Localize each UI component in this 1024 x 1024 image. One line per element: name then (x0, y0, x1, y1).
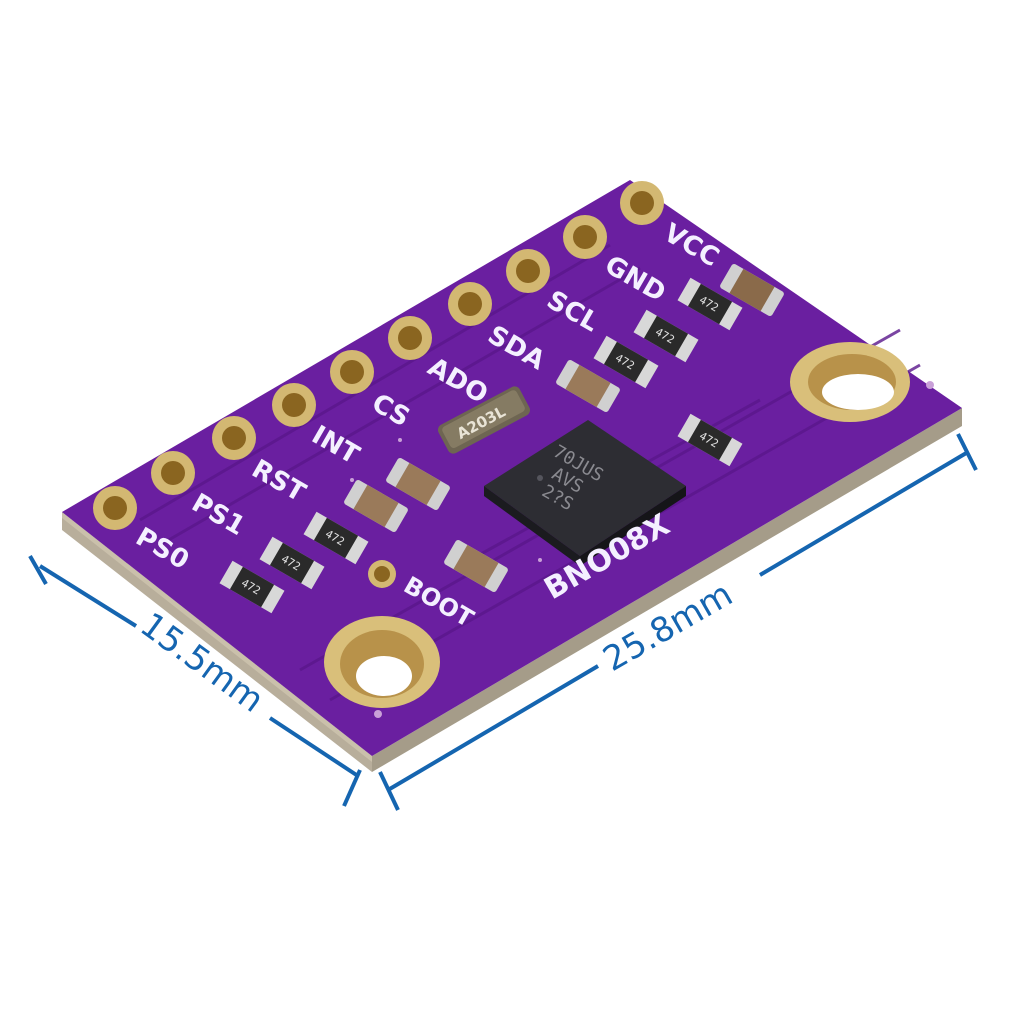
vias (350, 381, 934, 718)
pin-pad-scl[interactable] (506, 249, 550, 293)
pin-pad-ps1[interactable] (151, 451, 195, 495)
capacitor-c3 (444, 539, 508, 593)
boot-pad[interactable] (368, 560, 396, 588)
resistor-r2: 472 (633, 309, 699, 363)
capacitor-near-chip (556, 359, 620, 413)
capacitor-c2 (344, 479, 408, 533)
pin-pad-sda[interactable] (448, 282, 492, 326)
pin-pad-ado[interactable] (388, 316, 432, 360)
dimension-width (28, 555, 362, 807)
crystal: A203L (437, 386, 531, 454)
pin-pad-vcc[interactable] (620, 181, 664, 225)
pcb-top (62, 180, 962, 756)
resistor-r7: 472 (219, 560, 285, 614)
dimension-length (378, 433, 978, 811)
mounting-hole-right (790, 342, 910, 422)
pin-pad-cs[interactable] (330, 350, 374, 394)
pin-pad-ps0[interactable] (93, 486, 137, 530)
bno08x-chip: 70JUS AVS 2?S (484, 420, 686, 566)
pin-pad-rst[interactable] (212, 416, 256, 460)
resistor-r1: 472 (677, 277, 743, 331)
pcb-edge (62, 408, 962, 772)
resistor-r6: 472 (259, 536, 325, 590)
capacitor-c1 (386, 457, 450, 511)
pin-header (93, 181, 664, 530)
mounting-hole-left (324, 616, 440, 708)
resistor-r4: 472 (677, 413, 743, 467)
resistor-r5: 472 (303, 511, 369, 565)
pin-pad-gnd[interactable] (563, 215, 607, 259)
resistor-r3: 472 (593, 335, 659, 389)
capacitor-top-right (720, 263, 784, 317)
pin-pad-int[interactable] (272, 383, 316, 427)
